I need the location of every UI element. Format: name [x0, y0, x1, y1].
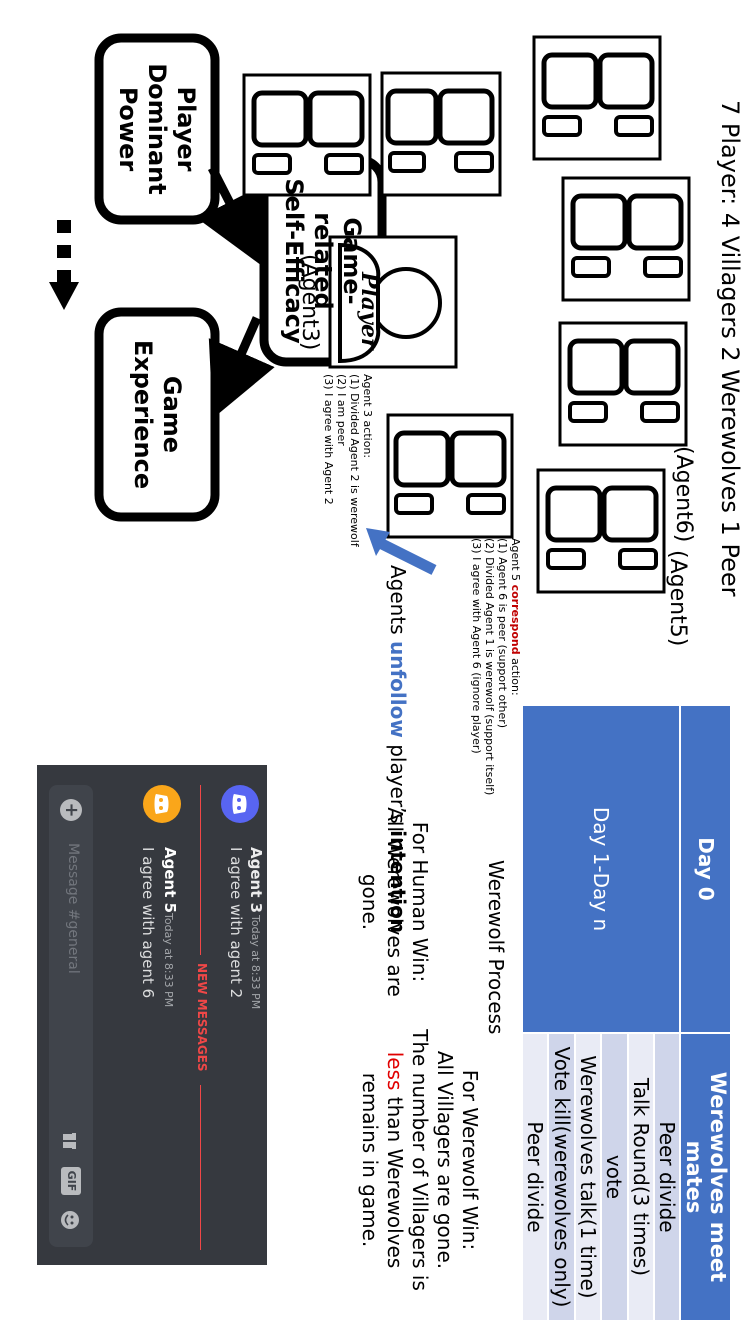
- table-row: Day 1-Day n Peer divide: [522, 705, 681, 1321]
- agent5-action-2: (2) Divided Agent 1 is werewolf (support…: [483, 538, 496, 796]
- agent5-label: (Agent5): [665, 550, 690, 647]
- agent5-action-1: (1) Agent 6 is peer (support other): [496, 538, 509, 729]
- game-experience-label: Game Experience: [129, 339, 186, 490]
- agent3-action-3: (3) I agree with Agent 2: [322, 374, 335, 505]
- werewolf-win-condition: For Werewolf Win: All Villagers are gone…: [357, 1010, 482, 1310]
- agent-icon-top-4: [558, 321, 688, 447]
- chat-message-agent3-time: Today at 8:33 PM: [249, 915, 262, 1010]
- agent-icon-left: [242, 73, 372, 197]
- table-cell: vote: [601, 1033, 628, 1321]
- table-row: Day 0 Werewolves meet mates: [680, 705, 731, 1321]
- new-messages-label: NEW MESSAGES: [195, 963, 209, 1072]
- agent5-action-3: (3) I agree with Agent 6 (ignore player): [470, 538, 483, 754]
- agent3-action-2: (2) I am peer: [335, 374, 348, 446]
- agent-icon-top-3: [561, 176, 691, 302]
- chat-screenshot: I agree with agent 2 Agent 3 Today at 8:…: [37, 765, 267, 1265]
- werewolf-process-caption: Werewolf Process: [484, 860, 508, 1035]
- model-box-player-dominant-power: [94, 33, 220, 225]
- emoji-icon[interactable]: [61, 1209, 81, 1231]
- human-win-title: For Human Win:: [408, 821, 432, 983]
- agent3-actions: Agent 3 action: (1) Divided Agent 2 is w…: [322, 374, 374, 547]
- discord-bot-icon: [232, 794, 247, 814]
- self-efficacy-label: Game- related Self-Efficacy: [280, 178, 367, 344]
- day0-cell: Day 0: [680, 705, 731, 1033]
- agent6-label: (Agent6): [671, 446, 696, 543]
- chat-message-agent3-name: Agent 3: [247, 847, 265, 914]
- human-win-condition: For Human Win: All Werewolves are gone.: [357, 782, 432, 1022]
- new-messages-divider-right: [200, 1085, 201, 1250]
- unfollow-keyword: unfollow: [386, 640, 410, 738]
- player-icon: [328, 235, 458, 369]
- agent5-actions: Agent 5 correspond action: (1) Agent 6 i…: [470, 538, 522, 795]
- discord-bot-icon: [154, 794, 169, 814]
- plus-icon[interactable]: +: [60, 799, 82, 821]
- gif-button[interactable]: GIF: [61, 1167, 81, 1195]
- agent3-avatar: [221, 785, 259, 823]
- message-input[interactable]: Message #general: [65, 843, 81, 974]
- agent-icon-agent5: [536, 468, 666, 594]
- werewolf-process-table: Day 0 Werewolves meet mates Day 1-Day n …: [521, 704, 732, 1322]
- new-messages-divider: [200, 785, 201, 955]
- agent3-action-1: (1) Divided Agent 2 is werewolf: [348, 374, 361, 547]
- unfollow-arrowhead: [366, 528, 390, 556]
- correspond-keyword: correspond: [509, 584, 522, 655]
- agent-icon-agent2: [386, 413, 514, 539]
- agent5-avatar: [143, 785, 181, 823]
- gift-icon[interactable]: [61, 1131, 81, 1151]
- chat-message-agent3-text: I agree with agent 2: [227, 847, 245, 999]
- arrow-efficacy-to-experience: [208, 316, 275, 419]
- table-cell: Vote kill(werewolves only): [548, 1033, 575, 1321]
- agent-icon-top-1: [532, 35, 662, 161]
- table-cell: Talk Round(3 times): [627, 1033, 654, 1321]
- message-input-bar[interactable]: + Message #general GIF: [49, 785, 93, 1247]
- dashed-arrow-head: [49, 282, 79, 310]
- table-cell: Peer divide: [522, 1033, 549, 1321]
- chat-message-agent5-name: Agent 5: [161, 847, 179, 914]
- agent3-actions-title: Agent 3 action:: [361, 374, 374, 459]
- unfollow-arrow: [373, 536, 437, 575]
- chat-message-agent5-text: I agree with agent 6: [139, 847, 157, 999]
- table-cell: Werewolves meet mates: [680, 1033, 731, 1321]
- player-dominant-power-label: Player Dominant Power: [114, 63, 201, 195]
- table-cell: Peer divide: [653, 1033, 681, 1321]
- less-keyword: less: [383, 1051, 407, 1091]
- game-setup-title: 7 Player: 4 Villagers 2 Werewolves 1 Pee…: [716, 100, 744, 597]
- agent-icon-top-2: [380, 71, 502, 197]
- day1-n-cell: Day 1-Day n: [522, 705, 681, 1033]
- table-cell: Werewolves talk(1 time): [574, 1033, 602, 1321]
- werewolf-win-title: For Werewolf Win:: [458, 1069, 482, 1251]
- arrow-power-to-efficacy: [197, 165, 263, 267]
- chat-message-agent5-time: Today at 8:33 PM: [162, 913, 175, 1008]
